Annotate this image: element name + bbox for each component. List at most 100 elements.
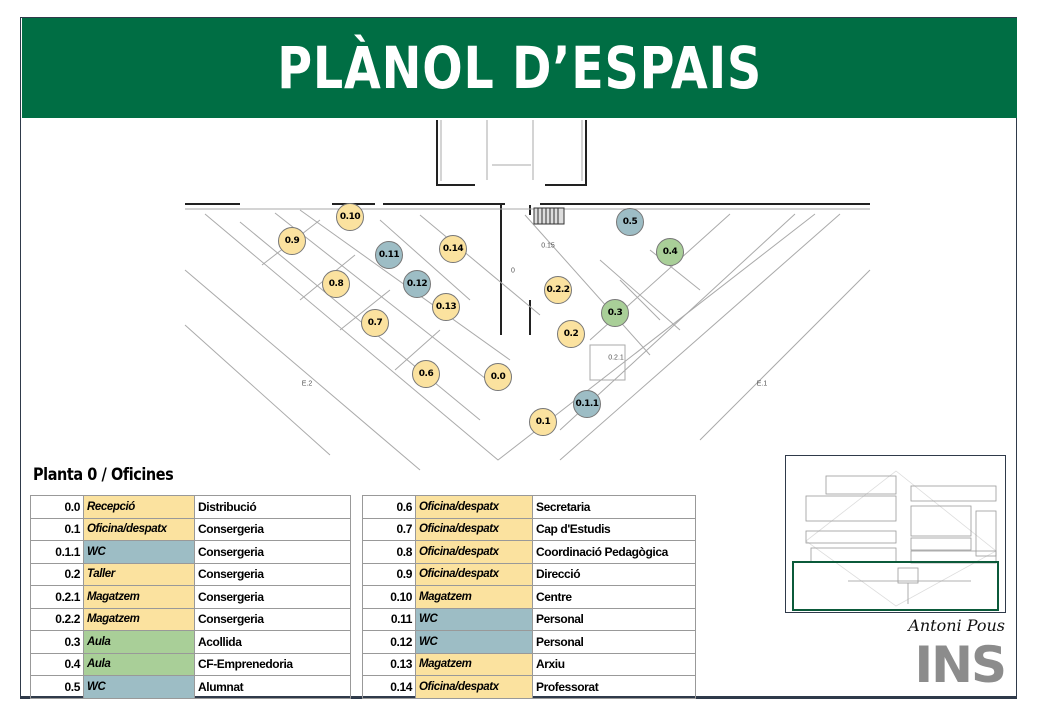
room-description: Consergeria xyxy=(194,517,351,541)
location-minimap xyxy=(785,455,1006,613)
room-marker: 0.6 xyxy=(412,360,440,388)
room-number: 0.1 xyxy=(30,517,84,541)
room-marker: 0.3 xyxy=(601,299,629,327)
room-type: Oficina/despatx xyxy=(415,540,533,564)
room-description: Consergeria xyxy=(194,562,351,586)
room-type: Magatzem xyxy=(415,585,533,609)
room-description: Professorat xyxy=(532,675,696,699)
room-marker: 0.0 xyxy=(484,363,512,391)
room-description: Arxiu xyxy=(532,652,696,676)
room-number: 0.9 xyxy=(362,562,416,586)
room-number: 0.6 xyxy=(362,495,416,519)
room-marker: 0.11 xyxy=(375,241,403,269)
room-number: 0.12 xyxy=(362,630,416,654)
room-description: Personal xyxy=(532,630,696,654)
room-type: Magatzem xyxy=(83,585,195,609)
room-type: Aula xyxy=(83,630,195,654)
room-type: WC xyxy=(415,607,533,631)
room-marker: 0.2 xyxy=(557,320,585,348)
room-type: Oficina/despatx xyxy=(415,675,533,699)
room-marker: 0.8 xyxy=(322,270,350,298)
room-marker: 0.9 xyxy=(278,227,306,255)
room-type: Oficina/despatx xyxy=(83,517,195,541)
area-label: E.2 xyxy=(301,380,313,388)
room-description: Coordinació Pedagògica xyxy=(532,540,696,564)
room-description: Centre xyxy=(532,585,696,609)
room-number: 0.3 xyxy=(30,630,84,654)
room-description: Personal xyxy=(532,607,696,631)
minimap-drawing xyxy=(792,470,999,611)
room-number: 0.7 xyxy=(362,517,416,541)
room-marker: 0.1.1 xyxy=(573,390,601,418)
room-type: Oficina/despatx xyxy=(415,562,533,586)
room-type: Magatzem xyxy=(83,607,195,631)
room-marker: 0.12 xyxy=(403,270,431,298)
room-marker: 0.1 xyxy=(529,408,557,436)
room-number: 0.1.1 xyxy=(30,540,84,564)
room-type: WC xyxy=(83,540,195,564)
room-number: 0.11 xyxy=(362,607,416,631)
area-label: 0 xyxy=(511,267,515,275)
school-logo: Antoni Pous INS xyxy=(890,616,1007,694)
logo-signature: Antoni Pous xyxy=(908,616,1005,635)
room-number: 0.2.2 xyxy=(30,607,84,631)
room-type: Recepció xyxy=(83,495,195,519)
area-label: 0.2.1 xyxy=(608,354,624,362)
room-number: 0.14 xyxy=(362,675,416,699)
room-type: Aula xyxy=(83,652,195,676)
room-marker: 0.13 xyxy=(432,293,460,321)
room-number: 0.13 xyxy=(362,652,416,676)
room-description: Alumnat xyxy=(194,675,351,699)
room-marker: 0.7 xyxy=(361,309,389,337)
room-description: Consergeria xyxy=(194,607,351,631)
room-marker: 0.5 xyxy=(616,208,644,236)
room-number: 0.2.1 xyxy=(30,585,84,609)
room-number: 0.8 xyxy=(362,540,416,564)
page-title: PLÀNOL D’ESPAIS xyxy=(277,34,762,102)
room-number: 0.4 xyxy=(30,652,84,676)
room-type: Oficina/despatx xyxy=(415,495,533,519)
room-marker: 0.2.2 xyxy=(544,276,572,304)
room-number: 0.2 xyxy=(30,562,84,586)
room-type: WC xyxy=(83,675,195,699)
current-area-highlight xyxy=(792,561,999,611)
area-label: E.1 xyxy=(756,380,768,388)
room-description: Direcció xyxy=(532,562,696,586)
area-label: 0.15 xyxy=(541,242,555,250)
room-description: Distribució xyxy=(194,495,351,519)
section-title: Planta 0 / Oficines xyxy=(33,465,174,485)
room-number: 0.0 xyxy=(30,495,84,519)
room-marker: 0.14 xyxy=(439,235,467,263)
room-description: Acollida xyxy=(194,630,351,654)
header-banner: PLÀNOL D’ESPAIS xyxy=(22,18,1017,118)
room-description: Secretaria xyxy=(532,495,696,519)
room-number: 0.5 xyxy=(30,675,84,699)
room-type: Taller xyxy=(83,562,195,586)
room-description: Cap d'Estudis xyxy=(532,517,696,541)
room-number: 0.10 xyxy=(362,585,416,609)
logo-ins-text: INS xyxy=(914,636,1007,694)
room-marker: 0.4 xyxy=(656,238,684,266)
room-type: Magatzem xyxy=(415,652,533,676)
room-type: WC xyxy=(415,630,533,654)
